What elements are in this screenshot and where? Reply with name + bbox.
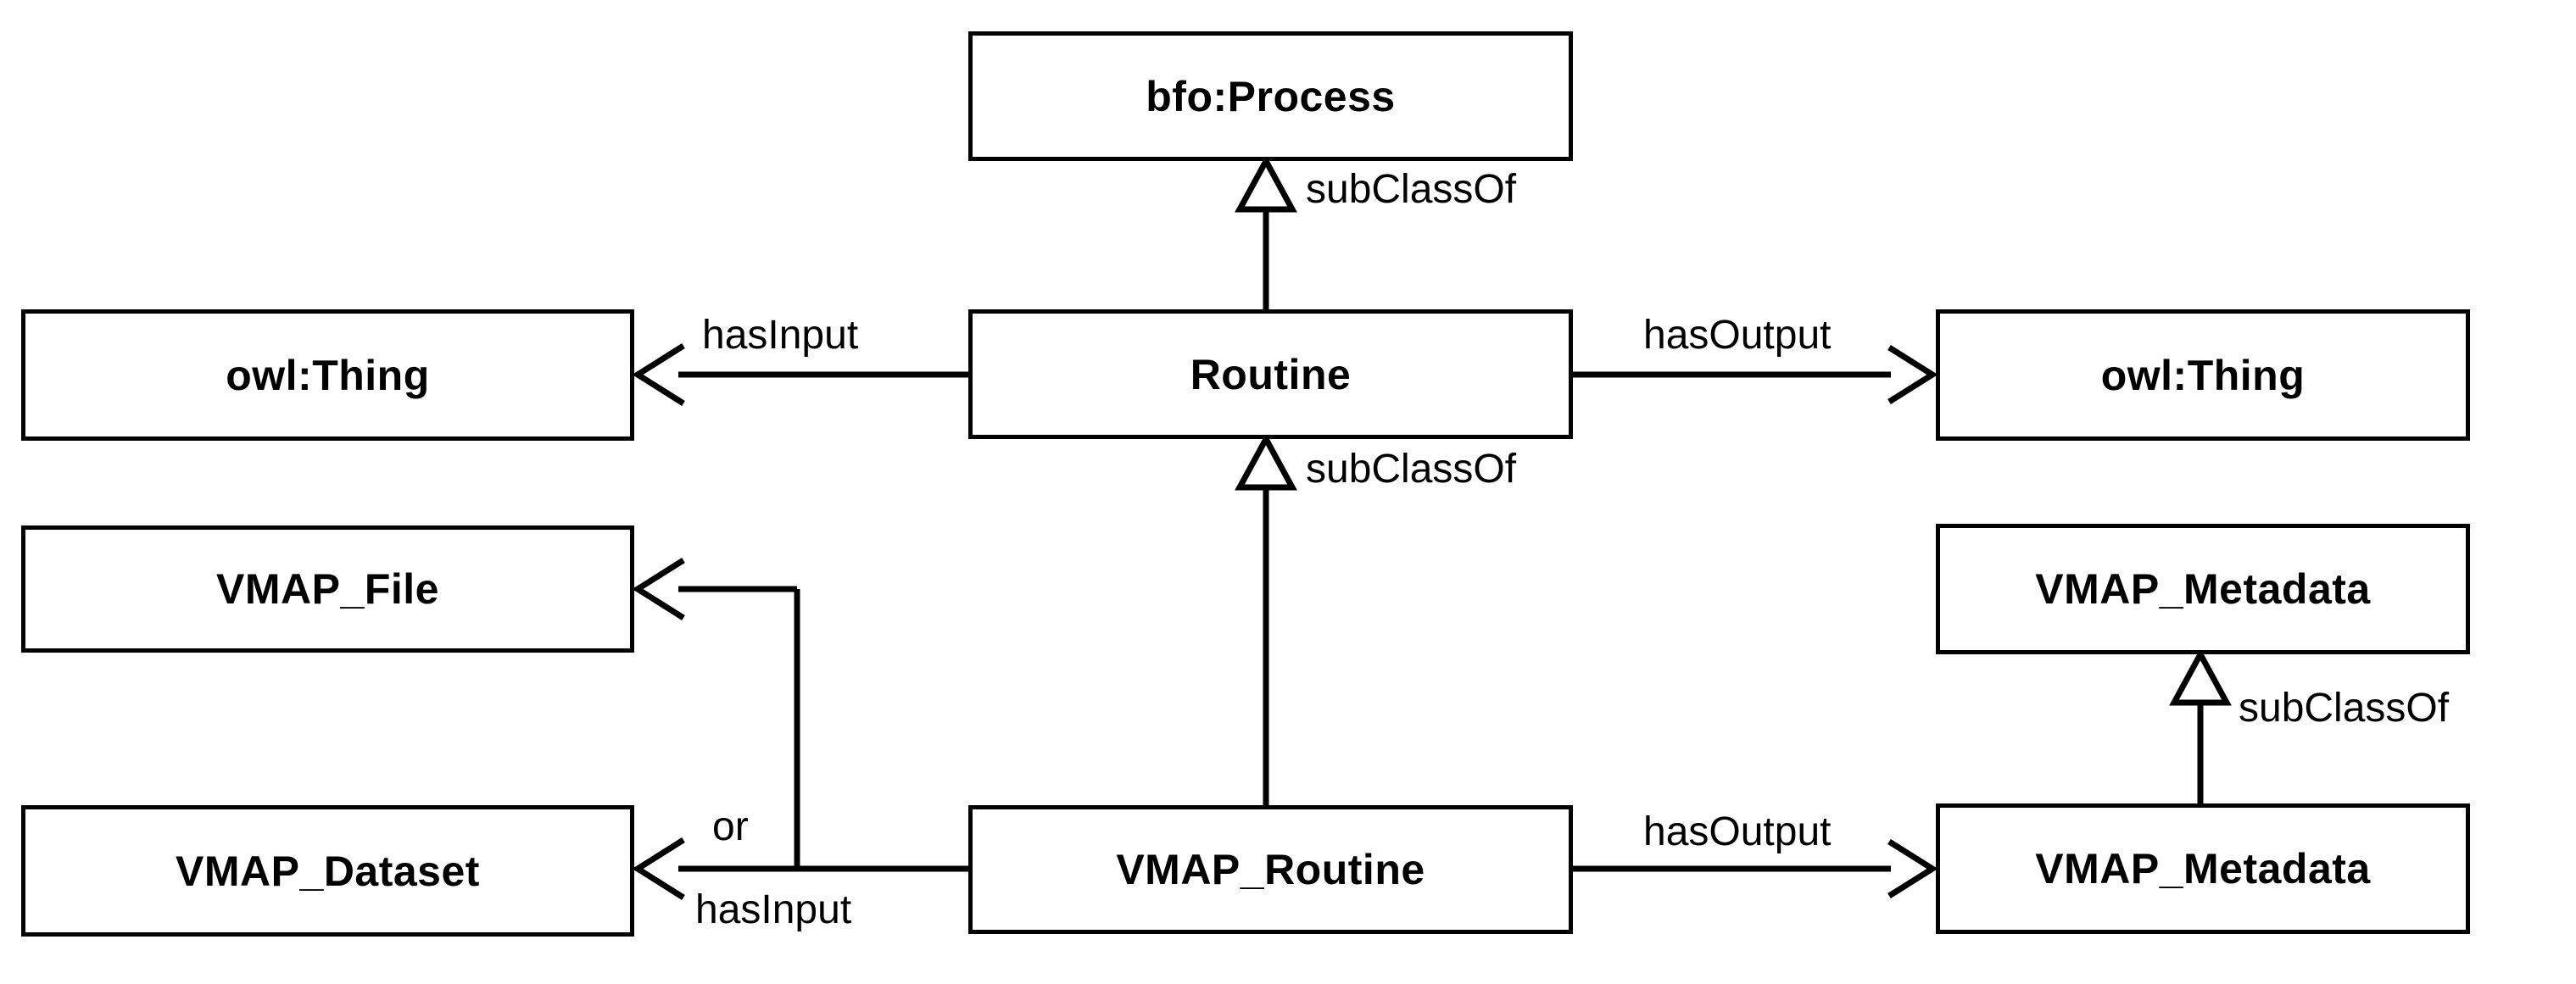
edge-label-vmap-routine-hasinput: hasInput (695, 887, 852, 932)
node-label-bfo-process: bfo:Process (1146, 72, 1396, 120)
edge-vmap-metadata-subclassof-vmap-metadata (2169, 648, 2232, 803)
node-vmap-metadata-upper[interactable]: VMAP_Metadata (1936, 524, 2470, 654)
edge-label-vmap-metadata-subclassof: subClassOf (2239, 686, 2450, 731)
node-owl-thing-right[interactable]: owl:Thing (1936, 309, 2470, 441)
edge-label-vmap-routine-hasoutput: hasOutput (1643, 809, 1832, 854)
node-label-vmap-dataset: VMAP_Dataset (176, 847, 480, 895)
node-label-vmap-metadata-lower: VMAP_Metadata (2035, 845, 2371, 892)
node-label-vmap-routine: VMAP_Routine (1116, 846, 1425, 893)
node-label-owl-thing-left: owl:Thing (226, 351, 430, 399)
node-label-owl-thing-right: owl:Thing (2100, 351, 2306, 399)
edge-routine-subclassof-bfo-process (1235, 154, 1297, 309)
edge-label-routine-subclassof-bfo-process: subClassOf (1306, 167, 1517, 212)
edge-vmap-routine-subclassof-routine (1235, 432, 1297, 805)
node-owl-thing-left[interactable]: owl:Thing (21, 309, 634, 441)
node-vmap-metadata-lower[interactable]: VMAP_Metadata (1936, 803, 2470, 934)
node-routine[interactable]: Routine (968, 309, 1573, 439)
edge-label-or: or (712, 804, 749, 849)
edge-label-routine-hasinput: hasInput (702, 313, 859, 358)
node-label-vmap-metadata-upper: VMAP_Metadata (2035, 565, 2371, 613)
node-vmap-file[interactable]: VMAP_File (21, 525, 634, 653)
node-bfo-process[interactable]: bfo:Process (968, 31, 1573, 161)
node-vmap-dataset[interactable]: VMAP_Dataset (21, 805, 634, 937)
node-label-vmap-file: VMAP_File (216, 565, 439, 613)
edge-label-vmap-routine-subclassof-routine: subClassOf (1306, 447, 1517, 492)
node-vmap-routine[interactable]: VMAP_Routine (968, 805, 1573, 934)
edge-vmap-routine-hasinput-file-or-dataset (632, 558, 968, 900)
node-label-routine: Routine (1190, 350, 1352, 398)
edge-label-routine-hasoutput: hasOutput (1643, 313, 1832, 358)
